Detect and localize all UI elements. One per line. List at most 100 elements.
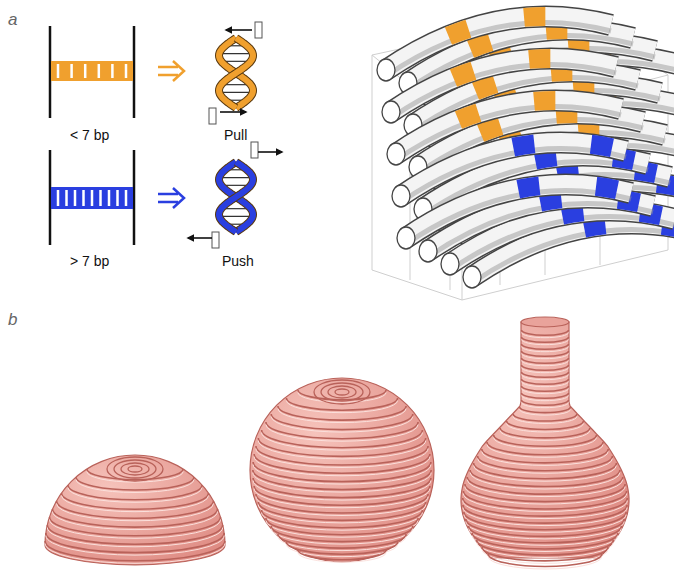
base-pair (219, 177, 252, 178)
length-label: > 7 bp (70, 253, 109, 269)
ridge-highlight (522, 361, 569, 366)
ridge-highlight (507, 424, 584, 433)
base-pair (125, 190, 128, 206)
base-pair (91, 190, 94, 206)
hemisphere (45, 455, 225, 565)
groove (522, 365, 569, 370)
ridge-highlight (482, 452, 608, 466)
ridge-highlight (254, 489, 430, 508)
base-pair (57, 64, 60, 78)
panel-letter: a (8, 10, 17, 30)
ridge-highlight (256, 449, 428, 468)
groove (522, 330, 569, 335)
groove (522, 351, 569, 356)
long-duplex (50, 150, 134, 245)
ridge-highlight (278, 409, 406, 423)
groove (522, 344, 569, 349)
groove (114, 460, 156, 478)
ridge-highlight (271, 417, 413, 433)
ridge-highlight (258, 505, 425, 523)
ridge-highlight (262, 513, 423, 531)
ridge-highlight (494, 438, 597, 449)
ridge-highlight (522, 375, 569, 380)
ridge-highlight (463, 501, 628, 519)
groove (487, 442, 603, 455)
ridge-highlight (520, 410, 571, 416)
length-label: < 7 bp (70, 127, 109, 143)
push-band (406, 184, 631, 238)
groove (494, 435, 597, 446)
ridge-highlight (47, 528, 222, 547)
cylinder-end (397, 227, 415, 249)
groove (522, 337, 569, 342)
helix-end (255, 22, 262, 38)
ridge-highlight (522, 347, 569, 352)
pull-helix (209, 22, 262, 124)
groove (278, 534, 406, 548)
ridge-highlight (68, 488, 202, 503)
ridge-highlight (50, 520, 221, 539)
groove (513, 414, 577, 421)
groove (321, 383, 363, 401)
helix-end (209, 108, 216, 124)
groove (500, 428, 590, 438)
groove (298, 550, 386, 560)
base-pair (84, 64, 87, 78)
groove (335, 389, 349, 395)
strand (219, 162, 253, 232)
ridge-highlight (463, 508, 627, 526)
ridge-highlight (522, 389, 569, 394)
ridge-highlight (513, 417, 577, 424)
base-pair (82, 190, 85, 206)
ridge-highlight (45, 544, 225, 564)
ridge-highlight (488, 557, 602, 570)
helix-end (212, 232, 219, 248)
cylinder-end (382, 101, 400, 123)
ridge-highlight (57, 504, 214, 521)
strand (219, 162, 253, 232)
ridge-highlight (464, 515, 626, 533)
base-pair (116, 190, 119, 206)
ridge-highlight (463, 494, 626, 512)
sphere (250, 378, 434, 562)
groove (328, 386, 356, 398)
base-pair (219, 92, 252, 93)
groove (522, 372, 569, 377)
force-label: Pull (224, 127, 247, 143)
ridge-highlight (487, 445, 603, 458)
ridge-highlight (465, 487, 625, 505)
vase-rim (521, 317, 569, 327)
base-pair (111, 64, 114, 78)
groove (520, 407, 571, 413)
groove (278, 406, 406, 420)
base-pair (219, 53, 252, 54)
ridge-highlight (271, 529, 413, 545)
ridge-highlight (298, 553, 386, 563)
ridge-highlight (46, 536, 224, 556)
ridge-highlight (522, 396, 569, 401)
strand (219, 162, 253, 232)
shading (406, 190, 631, 244)
groove (522, 379, 569, 384)
ridge-highlight (522, 403, 569, 408)
force-label: Push (222, 253, 254, 269)
groove (507, 421, 584, 430)
groove (482, 547, 608, 561)
ridge-highlight (254, 457, 430, 476)
ridge-highlight (258, 441, 425, 459)
strand (219, 38, 253, 108)
cylinder-end (441, 253, 459, 275)
groove (522, 386, 569, 391)
ridge-highlight (253, 481, 431, 501)
ridge-highlight (474, 466, 617, 482)
groove (76, 477, 194, 490)
base-pair (125, 64, 128, 78)
ridge-highlight (253, 465, 431, 485)
groove (121, 463, 149, 475)
cylinder-end (377, 59, 395, 81)
cylinder-end (463, 266, 481, 288)
ridge-highlight (500, 431, 590, 441)
origami-shapes (45, 317, 629, 569)
cylinder-end (419, 240, 437, 262)
